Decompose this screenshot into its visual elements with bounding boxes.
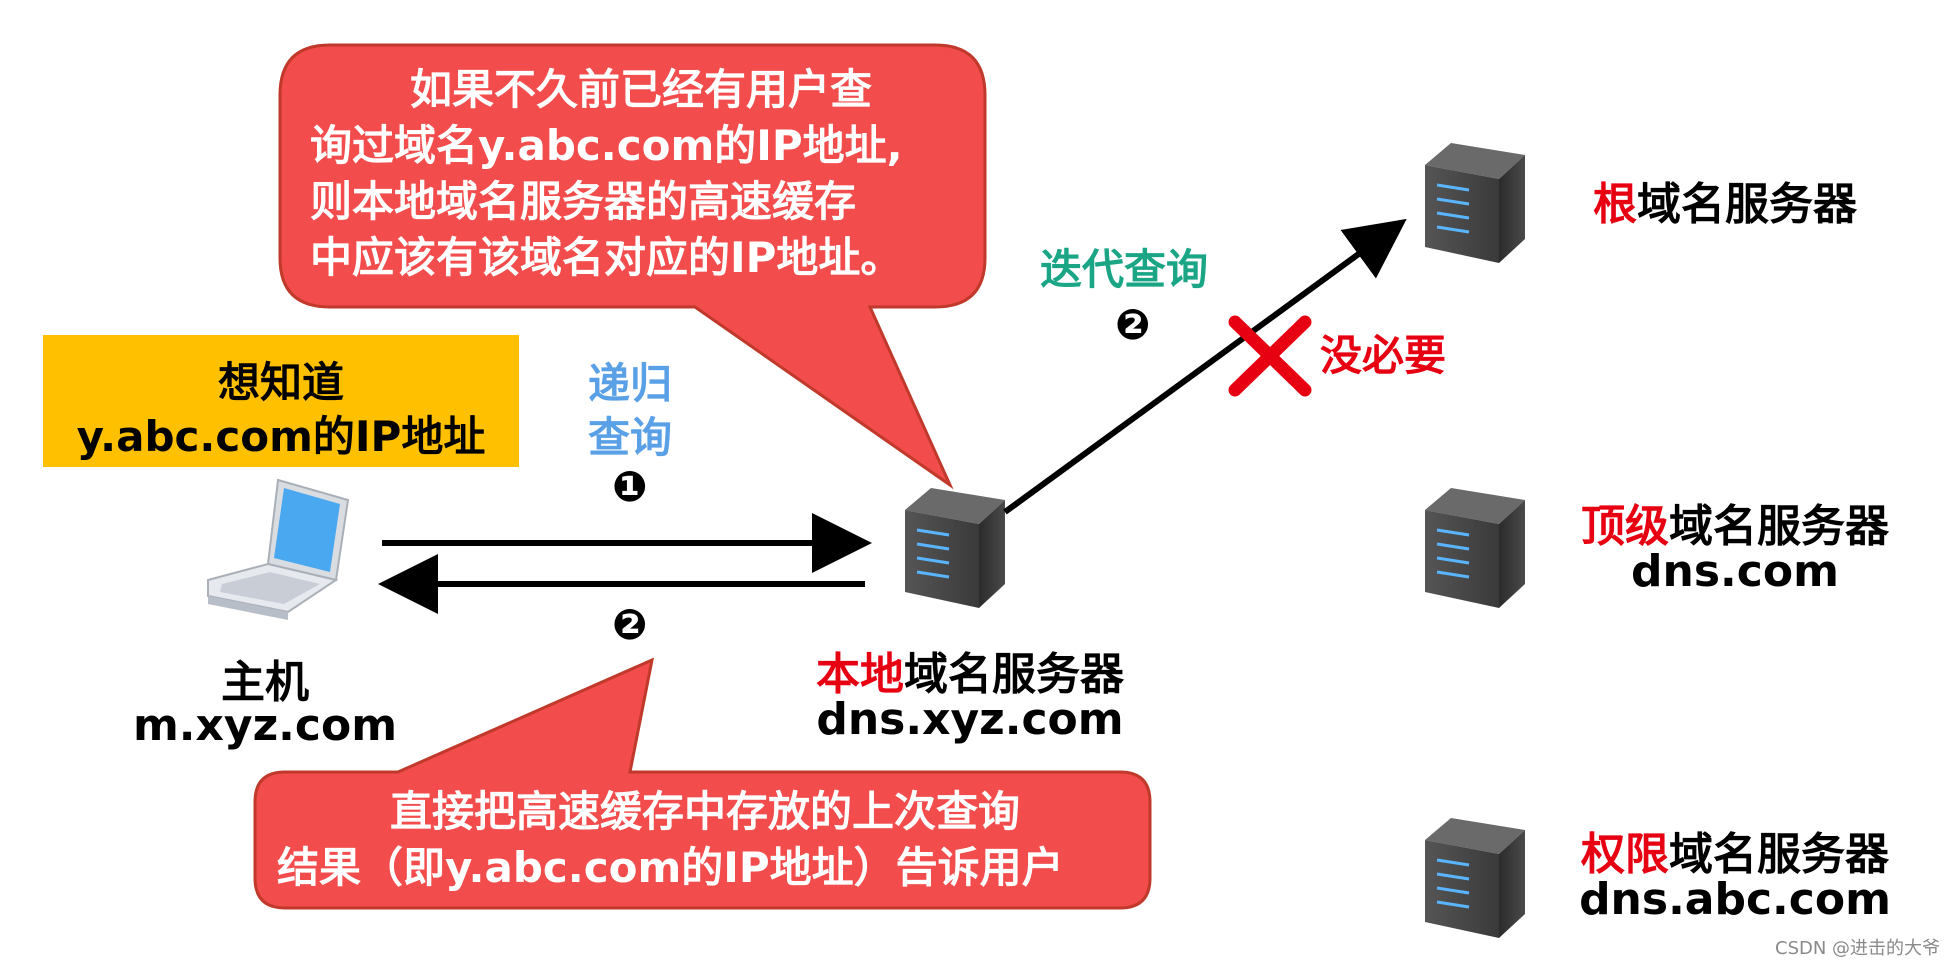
tld-server-name: 顶级域名服务器 (1555, 490, 1915, 554)
auth-server-name-rest: 域名服务器 (1669, 829, 1889, 880)
iterative-step-marker: ❷ (1115, 300, 1151, 349)
watermark: CSDN @进击的大爷 (1775, 938, 1941, 959)
tld-server-name-highlight: 顶级 (1581, 501, 1669, 552)
root-server-icon (1423, 141, 1527, 265)
callout-top-line-4: 中应该有该域名对应的IP地址。 (310, 233, 903, 282)
callout-bottom-line-1: 直接把高速缓存中存放的上次查询 (390, 787, 1021, 836)
cross-mark-icon (1228, 315, 1312, 397)
tld-server-icon (1423, 486, 1527, 610)
local-server-name-highlight: 本地 (816, 649, 904, 700)
callout-bottom-bubble (253, 657, 1152, 910)
not-needed-label: 没必要 (1320, 331, 1447, 380)
step-two-marker: ❷ (612, 600, 648, 649)
auth-server-name-highlight: 权限 (1581, 829, 1669, 880)
query-box: 想知道 y.abc.com的IP地址 (43, 335, 519, 467)
callout-top-bubble (278, 43, 987, 490)
callout-top-line-1: 如果不久前已经有用户查 (410, 65, 873, 114)
auth-server-name: 权限域名服务器 (1555, 818, 1915, 882)
root-server-name-rest: 域名服务器 (1637, 179, 1857, 230)
root-server-name: 根域名服务器 (1570, 168, 1880, 232)
query-box-line-2: y.abc.com的IP地址 (76, 412, 486, 461)
local-server-domain: dns.xyz.com (816, 694, 1124, 745)
local-server-name-rest: 域名服务器 (904, 649, 1124, 700)
query-box-line-1: 想知道 (217, 358, 344, 407)
root-server-name-highlight: 根 (1593, 179, 1637, 230)
recursive-query-label-1: 递归 (588, 359, 673, 408)
step-one-marker: ❶ (612, 462, 648, 511)
host-domain: m.xyz.com (132, 700, 398, 751)
callout-top-line-2: 询过域名y.abc.com的IP地址, (310, 121, 903, 170)
auth-server-icon (1423, 816, 1527, 940)
host-title: 主机 (221, 657, 309, 708)
local-server-name: 本地域名服务器 (790, 638, 1150, 702)
callout-bottom-line-2: 结果（即y.abc.com的IP地址）告诉用户 (277, 843, 1064, 892)
auth-server-domain: dns.abc.com (1579, 874, 1891, 925)
tld-server-name-rest: 域名服务器 (1669, 501, 1889, 552)
recursive-query-label-2: 查询 (588, 413, 673, 462)
iterative-query-label: 迭代查询 (1040, 245, 1209, 294)
laptop-icon (207, 478, 350, 620)
callout-top-line-3: 则本地域名服务器的高速缓存 (310, 177, 857, 226)
tld-server-domain: dns.com (1631, 546, 1839, 597)
iterative-arrow (1003, 218, 1407, 515)
local-server-icon (903, 486, 1007, 610)
